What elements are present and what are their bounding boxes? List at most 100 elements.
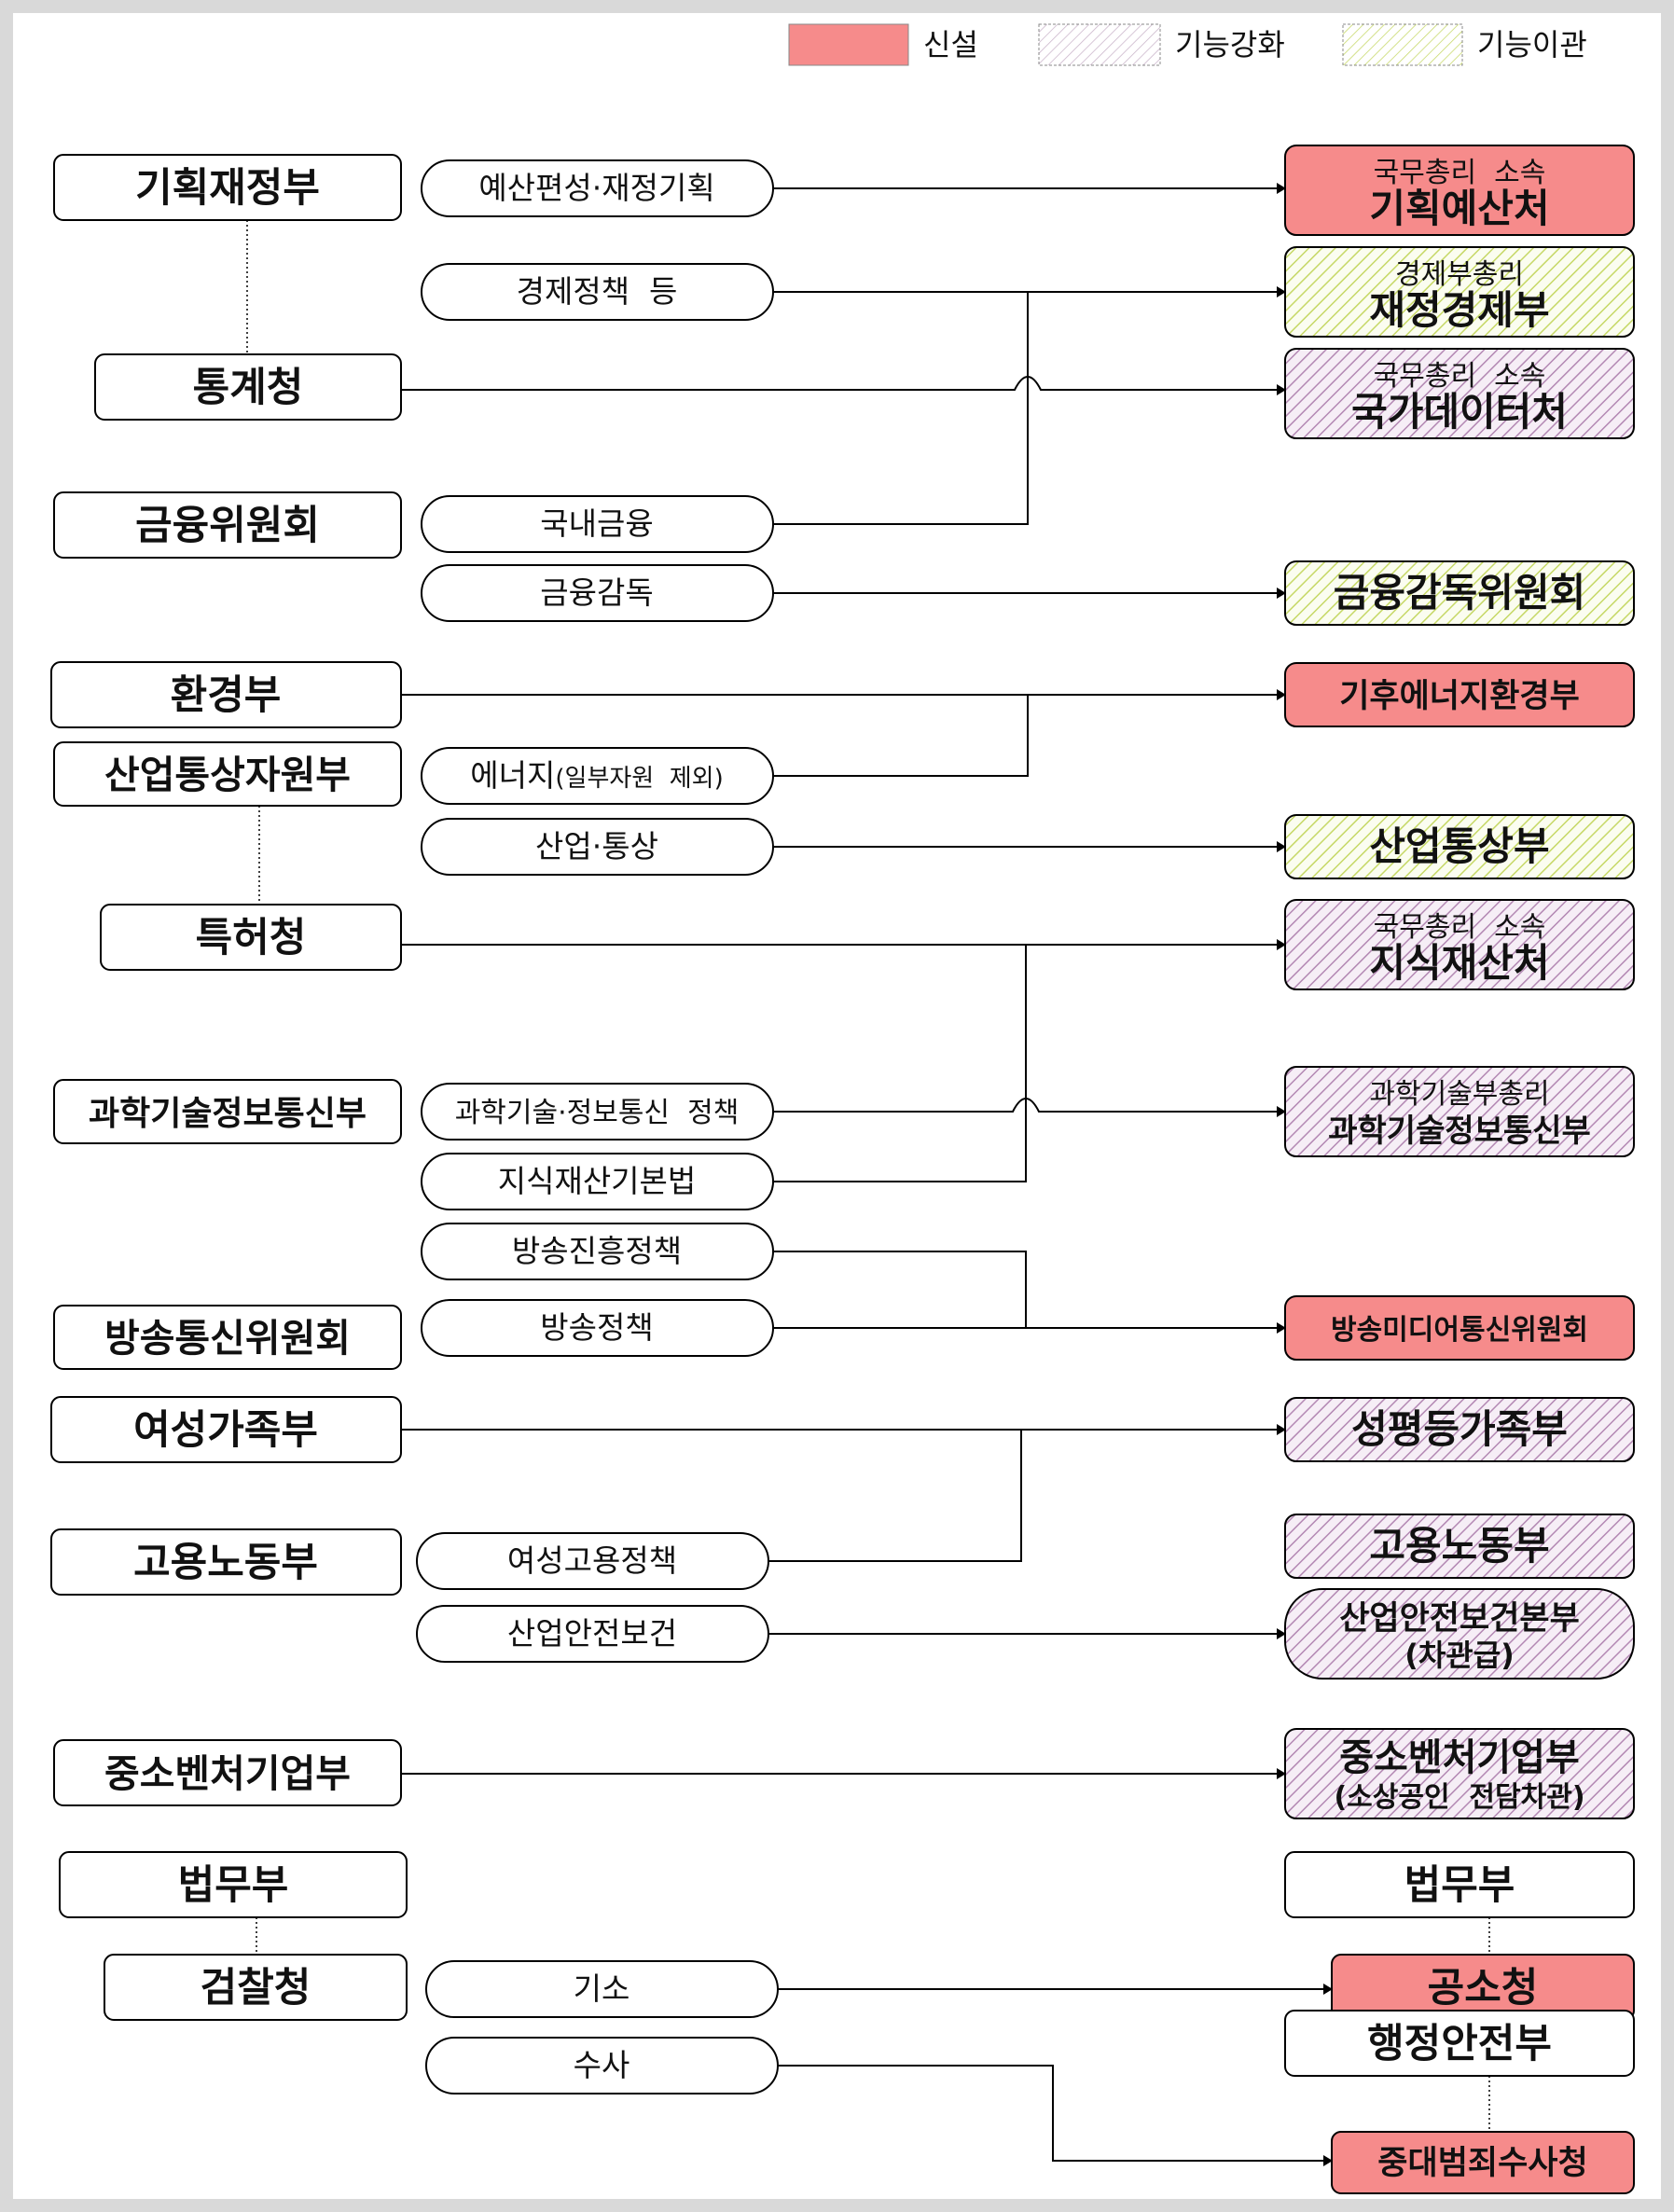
new-org-msit-label: 과학기술정보통신부: [1328, 1113, 1591, 1150]
new-org-prosecution-office: 공소청: [1331, 1954, 1635, 2021]
new-org-gender-equality: 성평등가족부: [1284, 1397, 1635, 1462]
function-domestic-finance-label: 국내금융: [540, 505, 653, 542]
function-broadcast-policy-label: 방송정책: [540, 1309, 653, 1346]
org-prosecution: 검찰청: [104, 1954, 408, 2021]
function-fin-supervision-label: 금융감독: [540, 574, 653, 611]
new-org-mois-label: 행정안전부: [1367, 2021, 1552, 2067]
new-org-fss-committee-label: 금융감독위원회: [1334, 570, 1585, 615]
org-moj: 법무부: [59, 1851, 408, 1918]
org-fsc-label: 금융위원회: [135, 503, 320, 549]
arrow-national-data: [401, 376, 1286, 395]
function-energy-main: 에너지: [470, 757, 555, 794]
new-org-serious-crimes-label: 중대범죄수사청: [1377, 2145, 1587, 2182]
function-fin-supervision: 금융감독: [421, 564, 774, 622]
org-kcc-label: 방송통신위원회: [104, 1316, 351, 1361]
function-ip-basic-law-label: 지식재산기본법: [498, 1163, 697, 1199]
new-org-safety-hq-sub: (차관급): [1404, 1638, 1515, 1673]
org-mogef: 여성가족부: [50, 1396, 402, 1463]
org-msit-label: 과학기술정보통신부: [89, 1095, 367, 1133]
org-moef-label: 기획재정부: [135, 165, 320, 212]
org-mogef-label: 여성가족부: [133, 1407, 318, 1454]
new-org-safety-hq: 산업안전보건본부 (차관급): [1284, 1588, 1635, 1680]
new-org-fin-econ-label: 재정경제부: [1369, 287, 1549, 333]
org-moj-label: 법무부: [178, 1862, 289, 1909]
function-indictment: 기소: [425, 1960, 779, 2018]
function-sci-ict-policy-label: 과학기술·정보통신 정책: [455, 1097, 740, 1129]
org-mss-label: 중소벤처기업부: [104, 1751, 351, 1796]
org-moel-label: 고용노동부: [133, 1540, 318, 1586]
org-motie-label: 산업통상자원부: [104, 753, 351, 797]
function-ip-basic-law: 지식재산기본법: [421, 1153, 774, 1210]
function-investigation: 수사: [425, 2037, 779, 2094]
new-org-national-data: 국무총리 소속 국가데이터처: [1284, 348, 1635, 439]
new-org-msit-sub: 과학기술부총리: [1369, 1078, 1549, 1111]
org-statistics-label: 통계청: [193, 365, 304, 411]
function-sci-ict-policy: 과학기술·정보통신 정책: [421, 1083, 774, 1141]
function-budget-label: 예산편성·재정기획: [478, 170, 714, 206]
new-org-climate-energy-env: 기후에너지환경부: [1284, 662, 1635, 727]
legend-label-transferred: 기능이관: [1477, 27, 1587, 62]
new-org-prosecution-office-label: 공소청: [1428, 1965, 1539, 2012]
org-kipo: 특허청: [100, 904, 402, 971]
arrow-serious-crimes: [778, 2065, 1333, 2166]
connectors: [246, 183, 1490, 2166]
new-org-national-data-label: 국가데이터처: [1351, 389, 1568, 435]
new-org-moel: 고용노동부: [1284, 1514, 1635, 1579]
new-org-ip-office: 국무총리 소속 지식재산처: [1284, 899, 1635, 990]
new-org-moj: 법무부: [1284, 1851, 1635, 1918]
org-moel: 고용노동부: [50, 1528, 402, 1596]
line-broadcast-promo: [773, 1251, 1027, 1328]
new-org-moel-label: 고용노동부: [1369, 1523, 1549, 1569]
org-fsc: 금융위원회: [53, 491, 402, 559]
legend: 신설 기능강화 기능이관: [788, 23, 1587, 66]
new-org-mois: 행정안전부: [1284, 2010, 1635, 2077]
functions: 예산편성·재정기획 경제정책 등 국내금융 금융감독 에너지(일부자원 제외) …: [416, 159, 779, 2094]
function-energy-note: (일부자원 제외): [555, 765, 723, 793]
org-statistics: 통계청: [94, 353, 402, 421]
new-org-mss-sub: (소상공인 전담차관): [1334, 1781, 1584, 1814]
function-econ-policy: 경제정책 등: [421, 263, 774, 321]
new-org-msit: 과학기술부총리 과학기술정보통신부: [1284, 1066, 1635, 1157]
line-women-employment: [768, 1430, 1022, 1562]
org-prosecution-label: 검찰청: [201, 1965, 311, 2012]
legend-label-strengthened: 기능강화: [1175, 27, 1285, 62]
line-ip-basic-law: [773, 945, 1027, 1182]
arrow-msit: [773, 1098, 1286, 1117]
new-org-safety-hq-label: 산업안전보건본부: [1339, 1600, 1580, 1638]
new-org-broadcast-media-label: 방송미디어통신위원회: [1331, 1314, 1588, 1347]
function-indictment-label: 기소: [574, 1970, 630, 2007]
function-industry-trade: 산업·통상: [421, 818, 774, 876]
function-women-employment: 여성고용정책: [416, 1532, 769, 1590]
new-org-fss-committee: 금융감독위원회: [1284, 560, 1635, 626]
diagram-frame: 신설 기능강화 기능이관: [13, 13, 1661, 2199]
org-environment: 환경부: [50, 661, 402, 728]
new-org-mss-label: 중소벤처기업부: [1339, 1736, 1580, 1779]
org-kipo-label: 특허청: [196, 915, 307, 961]
new-org-moj-label: 법무부: [1404, 1862, 1515, 1909]
org-kcc: 방송통신위원회: [53, 1305, 402, 1370]
function-budget: 예산편성·재정기획: [421, 159, 774, 217]
org-mss: 중소벤처기업부: [53, 1739, 402, 1806]
new-org-planning-budget-sub: 국무총리 소속: [1374, 157, 1546, 189]
new-org-ip-office-label: 지식재산처: [1369, 940, 1549, 986]
function-broadcast-policy: 방송정책: [421, 1299, 774, 1357]
new-orgs: 국무총리 소속 기획예산처 경제부총리 재정경제부 국무총리 소속 국가데이터처…: [1284, 145, 1635, 2194]
new-org-fin-econ-sub: 경제부총리: [1395, 258, 1524, 291]
org-motie: 산업통상자원부: [53, 741, 402, 807]
org-moef: 기획재정부: [53, 154, 402, 221]
function-industrial-safety-label: 산업안전보건: [507, 1615, 677, 1652]
legend-swatch-transferred: [1342, 23, 1463, 66]
legend-label-new: 신설: [923, 27, 978, 62]
new-org-industry-trade: 산업통상부: [1284, 814, 1635, 879]
new-org-fin-econ: 경제부총리 재정경제부: [1284, 246, 1635, 338]
line-energy: [773, 695, 1029, 777]
org-environment-label: 환경부: [171, 672, 282, 719]
line-domestic-finance: [773, 292, 1029, 525]
new-org-industry-trade-label: 산업통상부: [1369, 823, 1549, 869]
function-energy: 에너지(일부자원 제외): [421, 747, 774, 805]
current-orgs: 기획재정부 통계청 금융위원회 환경부 산업통상자원부 특허청 과학기술정보통신…: [50, 154, 408, 2021]
new-org-national-data-sub: 국무총리 소속: [1374, 360, 1546, 393]
reorganization-diagram: 신설 기능강화 기능이관: [50, 23, 1635, 2194]
function-energy-label: 에너지(일부자원 제외): [470, 757, 723, 794]
legend-swatch-strengthened: [1038, 23, 1161, 66]
